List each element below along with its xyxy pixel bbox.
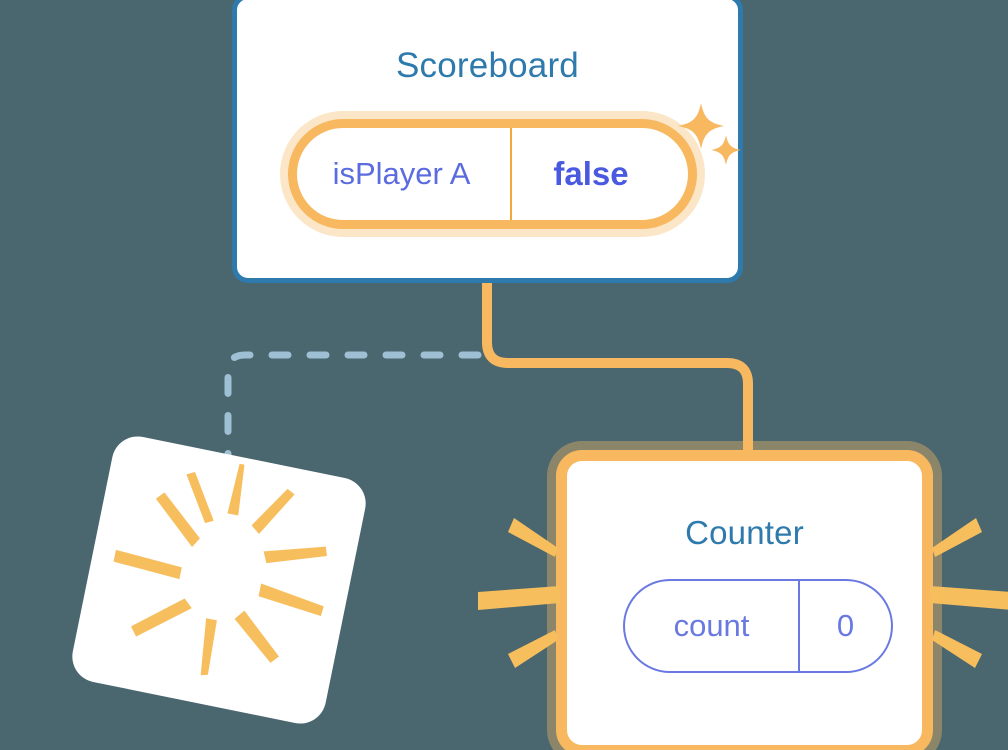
counter-state-value: 0 xyxy=(836,608,855,643)
counter-state-pill[interactable]: count 0 xyxy=(623,579,893,673)
counter-rays-left-icon xyxy=(478,518,560,668)
scoreboard-card[interactable]: Scoreboard isPlayer A false xyxy=(232,0,743,283)
counter-title: Counter xyxy=(685,514,804,551)
scoreboard-title: Scoreboard xyxy=(396,46,579,85)
connector-scoreboard-to-counter xyxy=(482,278,753,467)
counter-card[interactable]: Counter count 0 xyxy=(556,450,933,750)
connector-scoreboard-to-burst-card xyxy=(224,351,482,476)
counter-rays-right-icon xyxy=(930,518,1008,668)
sparkle-small-icon xyxy=(711,135,741,165)
rerendered-component-card[interactable] xyxy=(67,431,371,729)
scoreboard-state-value: false xyxy=(553,155,629,192)
scoreboard-state-pill[interactable]: isPlayer A false xyxy=(288,119,697,229)
burst-rays-icon xyxy=(113,463,327,676)
scoreboard-state-key: isPlayer A xyxy=(297,128,512,220)
counter-state-key: count xyxy=(625,581,800,671)
